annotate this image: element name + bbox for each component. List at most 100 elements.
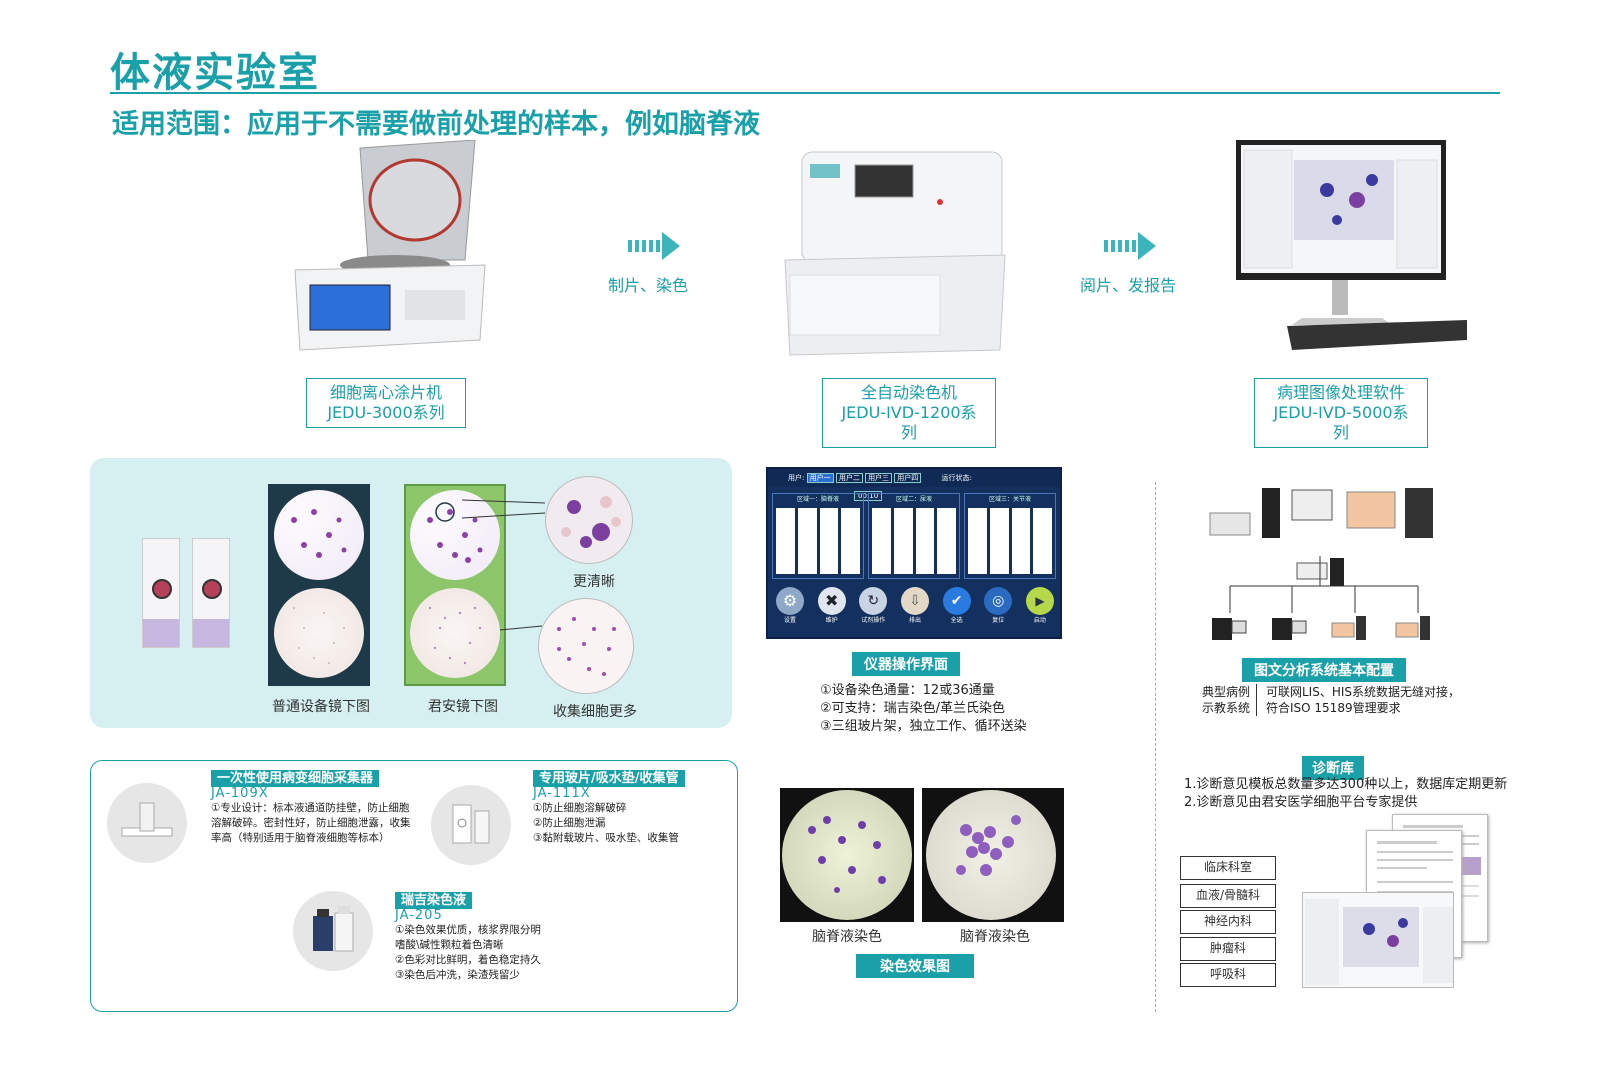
system-config-left: 典型病例 示教系统 bbox=[1202, 684, 1258, 716]
department-item: 神经内科 bbox=[1180, 910, 1276, 934]
reset-button[interactable]: ◎ 复位 bbox=[980, 587, 1016, 637]
caption-junan: 君安镜下图 bbox=[428, 699, 498, 715]
column-divider bbox=[1155, 482, 1156, 1012]
ui-user-tab[interactable]: 用户一 bbox=[806, 473, 834, 483]
rack-label: 区域一：脑脊液 bbox=[796, 496, 839, 503]
slide-slot[interactable] bbox=[841, 508, 860, 574]
department-item: 呼吸科 bbox=[1180, 963, 1276, 987]
device-label-centrifuge: 细胞离心涂片机 JEDU-3000系列 bbox=[306, 378, 466, 428]
rack-label: 区域三：关节液 bbox=[988, 496, 1031, 503]
zoomed-cells-more bbox=[538, 598, 634, 694]
button-label: 启动 bbox=[1033, 617, 1046, 624]
slide-slot[interactable] bbox=[893, 508, 913, 574]
slide-slot[interactable] bbox=[937, 508, 956, 574]
consumable-tag: 专用玻片/吸水垫/收集管 bbox=[533, 770, 685, 787]
consumable-item: 瑞吉染色液 JA-205 ①染色效果优质，核浆界限分明 嗜酸\碱性颗粒着色清晰 … bbox=[395, 889, 595, 983]
feature-line: ③三组玻片架，独立工作、循环送染 bbox=[820, 719, 1027, 734]
feature-line: ②可支持：瑞吉染色/革兰氏染色 bbox=[820, 701, 1006, 716]
micrograph-lowmag bbox=[274, 588, 364, 678]
ui-user-tab[interactable]: 用户二 bbox=[835, 473, 863, 483]
instrument-features: ①设备染色通量：12或36通量 ②可支持：瑞吉染色/革兰氏染色 ③三组玻片架，独… bbox=[820, 682, 1027, 736]
slide-slot[interactable] bbox=[1011, 508, 1031, 574]
zoom-connector bbox=[461, 499, 546, 631]
section-tag-staining: 染色效果图 bbox=[856, 954, 974, 978]
micrograph-stained bbox=[410, 490, 500, 580]
consumable-desc-line: ①染色效果优质，核浆界限分明 bbox=[395, 924, 541, 936]
page-subtitle: 适用范围：应用于不需要做前处理的样本，例如脑脊液 bbox=[112, 109, 760, 140]
centrifuge-image bbox=[290, 139, 490, 360]
zoomed-cells-clear bbox=[545, 476, 633, 564]
software-screenshot-image bbox=[1302, 892, 1454, 988]
settings-button[interactable]: ⚙ 设置 bbox=[772, 587, 808, 637]
slide-slot[interactable] bbox=[776, 508, 795, 574]
config-line: 符合ISO 15189管理要求 bbox=[1266, 701, 1401, 715]
page-title: 体液实验室 bbox=[110, 50, 320, 96]
ui-user-label: 用户: bbox=[788, 474, 805, 482]
slide-image bbox=[142, 538, 180, 648]
department-item: 血液/骨髓科 bbox=[1180, 884, 1276, 908]
play-icon: ▶ bbox=[1025, 587, 1054, 615]
slide-slot[interactable] bbox=[872, 508, 891, 574]
title-divider bbox=[110, 92, 1500, 94]
reagent-icon: ↻ bbox=[859, 587, 888, 615]
consumable-desc-line: ②色彩对比鲜明，着色稳定持久 bbox=[395, 954, 541, 966]
normal-microscope-frame bbox=[268, 484, 370, 686]
down-arrow-icon: ⇩ bbox=[900, 587, 929, 615]
consumable-desc-line: 嗜酸\碱性颗粒着色清晰 bbox=[395, 939, 504, 951]
slide-kit-image bbox=[431, 785, 511, 865]
caption-normal-device: 普通设备镜下图 bbox=[272, 699, 370, 715]
step-label-prep: 制片、染色 bbox=[608, 276, 689, 295]
consumable-model: JA-111X bbox=[533, 786, 591, 801]
section-tag-instrument-ui: 仪器操作界面 bbox=[852, 652, 960, 676]
consumable-item: 专用玻片/吸水垫/收集管 JA-111X ①防止细胞溶解破碎 ②防止细胞泄漏 ③… bbox=[533, 767, 733, 846]
department-list: 临床科室 血液/骨髓科 神经内科 肿瘤科 呼吸科 bbox=[1180, 856, 1276, 987]
drain-button[interactable]: ⇩ 排出 bbox=[897, 587, 933, 637]
flow-arrow-icon bbox=[628, 232, 680, 264]
ui-user-tab[interactable]: 用户三 bbox=[865, 473, 893, 483]
slide-rack: 区域三：关节液 bbox=[964, 493, 1056, 579]
staining-image bbox=[922, 788, 1064, 922]
consumable-desc-line: ③黏附载玻片、吸水垫、收集管 bbox=[533, 832, 679, 844]
department-item: 临床科室 bbox=[1180, 856, 1276, 880]
stain-bottles-image bbox=[293, 891, 373, 971]
slide-slot[interactable] bbox=[989, 508, 1009, 574]
feature-line: ①设备染色通量：12或36通量 bbox=[820, 683, 995, 698]
slide-slot[interactable] bbox=[797, 508, 817, 574]
consumable-model: JA-205 bbox=[395, 908, 443, 923]
micrograph-lowmag bbox=[410, 588, 500, 678]
button-label: 全选 bbox=[950, 617, 963, 624]
caption-more-cells: 收集细胞更多 bbox=[553, 704, 637, 720]
start-button[interactable]: ▶ 启动 bbox=[1022, 587, 1058, 637]
wrench-icon: ✖ bbox=[817, 587, 846, 615]
diagnosis-line: 1.诊断意见模板总数量多达300种以上，数据库定期更新 bbox=[1184, 777, 1508, 792]
button-label: 试剂操作 bbox=[861, 617, 886, 624]
slide-slot[interactable] bbox=[915, 508, 935, 574]
device-name: 全自动染色机 bbox=[860, 383, 957, 402]
staining-caption: 脑脊液染色 bbox=[812, 929, 882, 945]
check-icon: ✔ bbox=[942, 587, 971, 615]
ui-user-tab[interactable]: 用户四 bbox=[894, 473, 922, 483]
consumable-desc-line: 溶解破碎。密封性好，防止细胞泄露，收集 bbox=[211, 817, 411, 829]
slide-rack: 区域二：尿液 bbox=[868, 493, 960, 579]
diagnosis-notes: 1.诊断意见模板总数量多达300种以上，数据库定期更新 2.诊断意见由君安医学细… bbox=[1184, 776, 1507, 812]
gear-icon: ⚙ bbox=[776, 587, 804, 615]
slide-slot[interactable] bbox=[819, 508, 839, 574]
consumables-panel: 一次性使用病变细胞采集器 JA-109X ①专业设计：标本液通道防挂壁，防止细胞… bbox=[90, 760, 738, 1012]
step-label-report: 阅片、发报告 bbox=[1080, 276, 1177, 295]
slide-slot[interactable] bbox=[968, 508, 987, 574]
sample-comparison-panel: 更清晰 收集细胞更多 普通设备镜下图 君安镜下图 bbox=[90, 458, 732, 728]
flow-arrow-icon bbox=[1104, 232, 1156, 264]
consumable-desc-line: ②防止细胞泄漏 bbox=[533, 817, 606, 829]
button-label: 复位 bbox=[992, 617, 1005, 624]
slide-image bbox=[192, 538, 230, 648]
config-line: 典型病例 bbox=[1202, 685, 1251, 699]
maintenance-button[interactable]: ✖ 维护 bbox=[814, 587, 850, 637]
reagent-button[interactable]: ↻ 试剂操作 bbox=[855, 587, 891, 637]
button-label: 维护 bbox=[825, 617, 838, 624]
slide-slot[interactable] bbox=[1033, 508, 1052, 574]
department-item: 肿瘤科 bbox=[1180, 937, 1276, 961]
select-all-button[interactable]: ✔ 全选 bbox=[939, 587, 975, 637]
ui-button-row: ⚙ 设置 ✖ 维护 ↻ 试剂操作 ⇩ 排出 ✔ 全选 ◎ 复位 ▶ 启动 bbox=[772, 587, 1058, 637]
device-label-stainer: 全自动染色机 JEDU-IVD-1200系列 bbox=[822, 378, 996, 448]
rack-label: 区域二：尿液 bbox=[895, 496, 932, 503]
